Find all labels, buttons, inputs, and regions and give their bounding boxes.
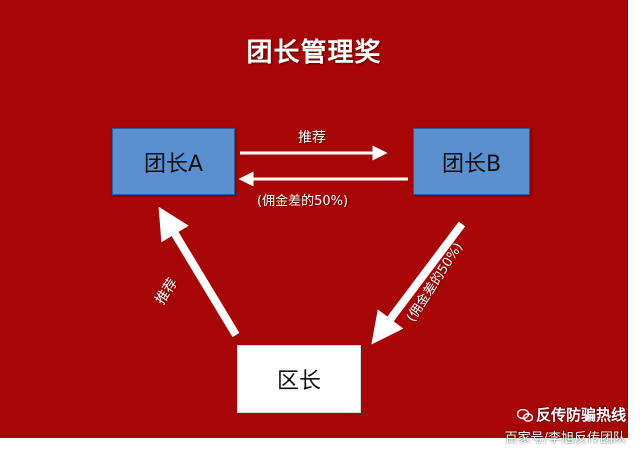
diagram-title: 团长管理奖 <box>246 38 382 68</box>
watermark-line2: 百家号/李旭反传团队 <box>504 431 626 446</box>
arrow-b-to-c <box>371 221 466 345</box>
slide-background: 团长管理奖 团长A 团长B 区长 推荐 (佣金差的50%) 推荐 (佣金差的50… <box>0 0 628 438</box>
edge-label-a-to-b: 推荐 <box>298 130 326 146</box>
watermark-line1: 反传防骗热线 <box>505 404 626 425</box>
node-district-head: 区长 <box>237 345 361 413</box>
watermark-line1-text: 反传防骗热线 <box>535 406 626 424</box>
edge-label-b-to-a: (佣金差的50%) <box>257 194 349 209</box>
node-leader-b-label: 团长B <box>441 151 502 177</box>
node-leader-a: 团长A <box>112 128 235 195</box>
node-district-head-label: 区长 <box>276 369 321 394</box>
wechat-icon <box>516 409 533 422</box>
watermark: 反传防骗热线 百家号/李旭反传团队 <box>505 404 626 446</box>
node-leader-b: 团长B <box>413 128 530 195</box>
node-leader-a-label: 团长A <box>143 151 204 177</box>
arrow-c-to-a <box>158 206 240 338</box>
arrows-layer <box>158 145 466 345</box>
